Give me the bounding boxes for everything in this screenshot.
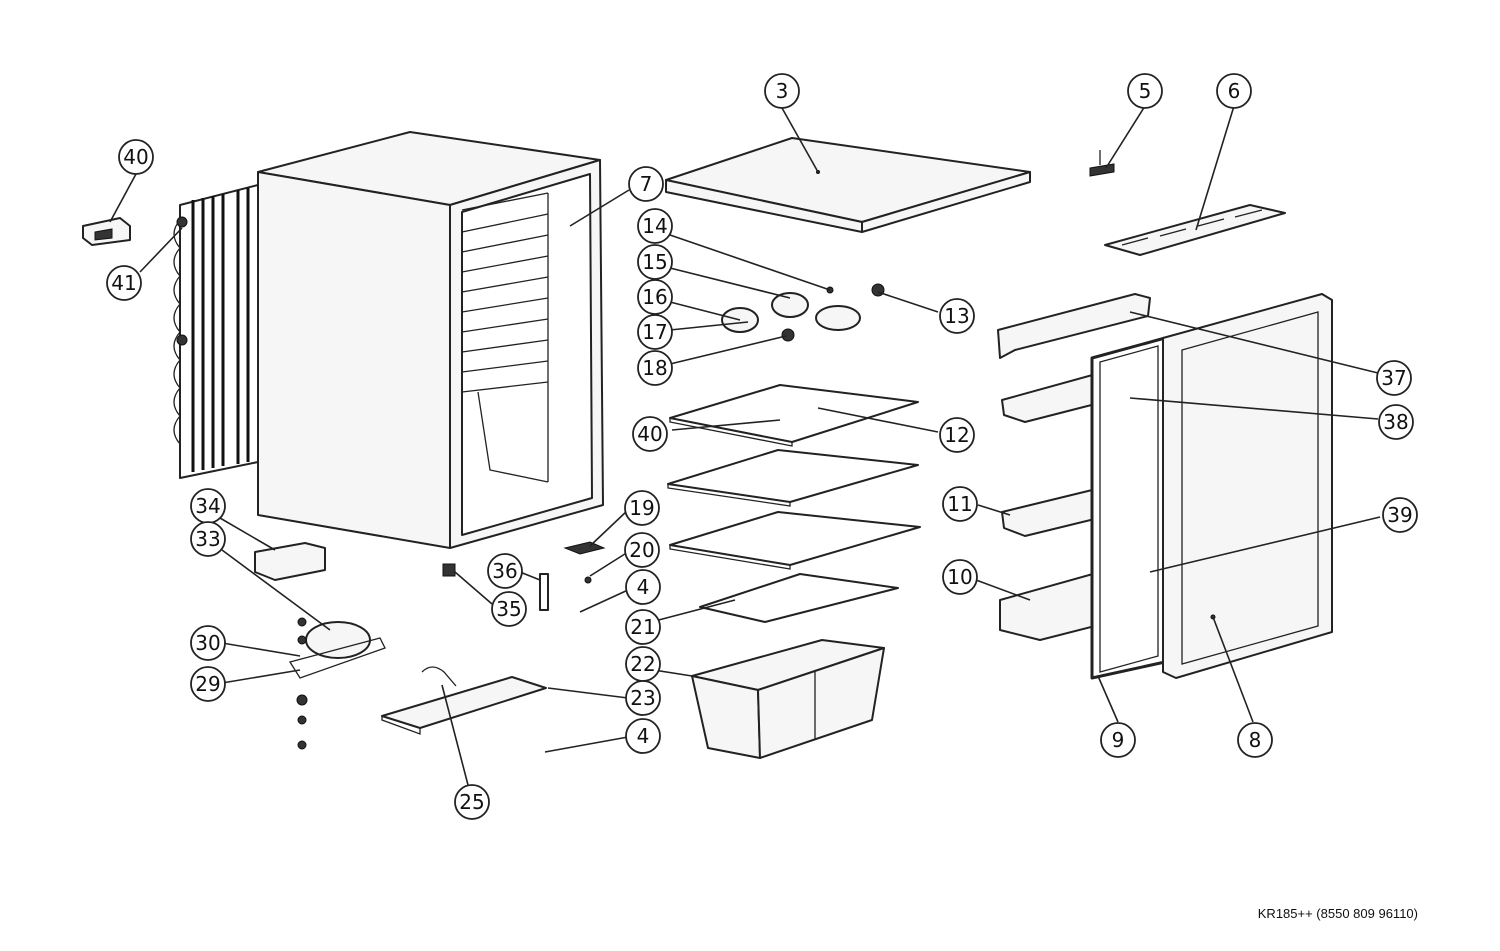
glass-shelf-1 — [669, 384, 919, 447]
crisper-drawer — [691, 639, 885, 759]
callout-36: 36 — [487, 553, 523, 589]
part-36-tube — [539, 573, 549, 611]
svg-text:15: 15 — [642, 250, 667, 274]
svg-text:25: 25 — [459, 790, 484, 814]
svg-text:8: 8 — [1249, 728, 1262, 752]
callout-13: 13 — [939, 298, 975, 334]
hinge-19 — [563, 541, 606, 584]
door-gasket — [1090, 336, 1167, 680]
part-6-grille — [1104, 204, 1286, 256]
callout-34: 34 — [190, 488, 226, 524]
callout-16: 16 — [637, 279, 673, 315]
callout-41: 41 — [106, 265, 142, 301]
svg-text:23: 23 — [630, 686, 655, 710]
svg-text:11: 11 — [947, 492, 972, 516]
svg-text:41: 41 — [111, 271, 136, 295]
callout-14: 14 — [637, 208, 673, 244]
base-plate — [381, 666, 547, 735]
svg-text:3: 3 — [776, 79, 789, 103]
callout-3: 3 — [764, 73, 800, 109]
refrigerator-cabinet — [257, 131, 604, 549]
relay-box-34 — [254, 542, 326, 581]
callout-38: 38 — [1378, 404, 1414, 440]
svg-text:4: 4 — [637, 575, 650, 599]
svg-text:13: 13 — [944, 304, 969, 328]
part-35 — [442, 563, 456, 577]
svg-text:33: 33 — [195, 527, 220, 551]
callout-22: 22 — [625, 646, 661, 682]
svg-text:37: 37 — [1381, 366, 1406, 390]
mounting-bolts-left — [296, 617, 308, 750]
svg-text:14: 14 — [642, 214, 667, 238]
callout-29: 29 — [190, 666, 226, 702]
svg-text:5: 5 — [1139, 79, 1152, 103]
svg-text:36: 36 — [492, 559, 517, 583]
callout-9: 9 — [1100, 722, 1136, 758]
refrigerator-door — [1162, 293, 1333, 679]
callout-6: 6 — [1216, 73, 1252, 109]
callout-10: 10 — [942, 559, 978, 595]
svg-text:10: 10 — [947, 565, 972, 589]
svg-text:7: 7 — [640, 172, 653, 196]
callout-11: 11 — [942, 486, 978, 522]
svg-text:20: 20 — [629, 538, 654, 562]
callout-17: 17 — [637, 314, 673, 350]
callout-8: 8 — [1237, 722, 1273, 758]
callout-4-upper: 4 — [625, 569, 661, 605]
svg-text:40: 40 — [123, 145, 148, 169]
leader-lines — [109, 105, 1381, 786]
svg-text:22: 22 — [630, 652, 655, 676]
glass-shelf-2 — [667, 449, 919, 507]
callout-39: 39 — [1382, 497, 1418, 533]
model-code-label: KR185++ (8550 809 96110) — [1257, 906, 1418, 921]
compressor — [288, 621, 386, 679]
condenser-coil — [173, 184, 259, 479]
callout-35: 35 — [491, 591, 527, 627]
callout-18: 18 — [637, 350, 673, 386]
callout-4-lower: 4 — [625, 718, 661, 754]
callout-5: 5 — [1127, 73, 1163, 109]
svg-text:35: 35 — [496, 597, 521, 621]
callout-25: 25 — [454, 784, 490, 820]
svg-text:16: 16 — [642, 285, 667, 309]
callout-21: 21 — [625, 609, 661, 645]
callout-40-shelf: 40 — [632, 416, 668, 452]
crisper-cover — [699, 573, 899, 623]
callout-12: 12 — [939, 417, 975, 453]
svg-text:12: 12 — [944, 423, 969, 447]
top-panel — [665, 137, 1031, 233]
svg-text:40: 40 — [637, 422, 662, 446]
svg-text:9: 9 — [1112, 728, 1125, 752]
part-5-hinge — [1089, 150, 1115, 177]
svg-text:6: 6 — [1228, 79, 1241, 103]
svg-text:38: 38 — [1383, 410, 1408, 434]
svg-text:4: 4 — [637, 724, 650, 748]
callout-15: 15 — [637, 244, 673, 280]
svg-text:34: 34 — [195, 494, 220, 518]
callout-37: 37 — [1376, 360, 1412, 396]
svg-text:17: 17 — [642, 320, 667, 344]
glass-shelf-3 — [669, 511, 921, 570]
svg-text:18: 18 — [642, 356, 667, 380]
callout-7: 7 — [628, 166, 664, 202]
callout-33: 33 — [190, 521, 226, 557]
svg-text:21: 21 — [630, 615, 655, 639]
callout-30: 30 — [190, 625, 226, 661]
callout-23: 23 — [625, 680, 661, 716]
svg-text:30: 30 — [195, 631, 220, 655]
thermostat-box — [82, 217, 131, 246]
callout-20: 20 — [624, 532, 660, 568]
svg-text:39: 39 — [1387, 503, 1412, 527]
thermostat-assembly — [721, 283, 885, 342]
svg-text:29: 29 — [195, 672, 220, 696]
callout-40-top: 40 — [118, 139, 154, 175]
callout-19: 19 — [624, 490, 660, 526]
svg-text:19: 19 — [629, 496, 654, 520]
